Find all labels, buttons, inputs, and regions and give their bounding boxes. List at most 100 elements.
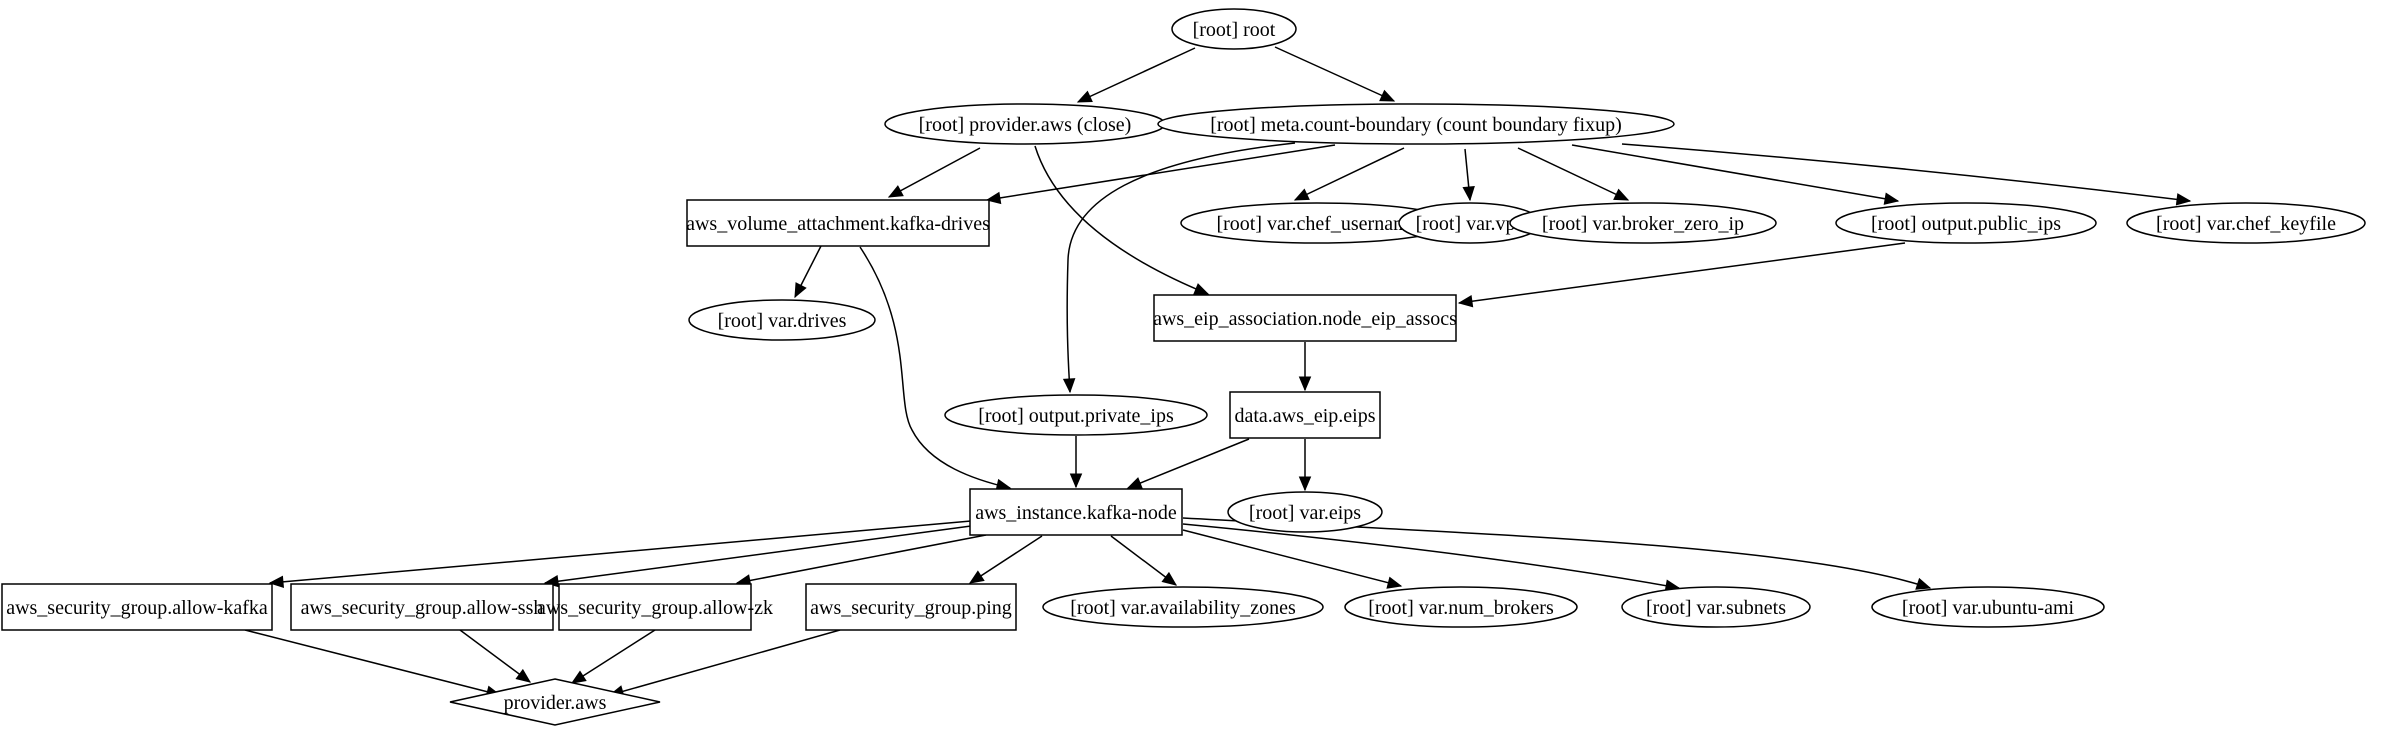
node-shape-ellipse [1042,586,1324,628]
edge-data_eip-to-instance [1126,438,1250,489]
arrow-head [268,575,284,589]
node-label: aws_security_group.ping [810,597,1012,619]
node-shape-box [290,583,554,631]
node-data-eip: data.aws_eip.eips [1229,391,1381,439]
edge-line [1571,144,1899,202]
edge-line [459,629,531,683]
edge-instance-to-var_subnets [1182,523,1681,592]
edge-line [244,629,501,696]
node-label: [root] meta.count-boundary (count bounda… [1210,114,1622,136]
arrow-head [887,185,904,198]
node-shape-diamond [449,678,661,726]
node-label: aws_eip_association.node_eip_assocs [1153,308,1457,330]
edge-instance-to-sg_kafka [268,520,972,589]
edge-line [1066,142,1296,393]
node-eip-assoc: aws_eip_association.node_eip_assocs [1153,294,1457,342]
edges-layer [244,46,2192,698]
node-label: data.aws_eip.eips [1234,405,1375,427]
edge-instance-to-sg_ping [968,535,1043,584]
node-provider-aws: provider.aws [449,678,661,726]
arrow-head [1915,577,1932,590]
node-var-drives: [root] var.drives [688,299,876,341]
arrow-head [1293,188,1310,201]
node-shape-ellipse [2126,202,2366,244]
edge-line [1274,46,1395,102]
arrow-head [1161,571,1178,586]
node-label: [root] var.drives [718,310,847,332]
edge-output_public_ips-to-eip_assoc [1457,242,1906,308]
edge-sg_ping-to-provider_aws [608,629,841,698]
edge-line [1034,145,1209,295]
edge-meta_count-to-var_vpc [1462,148,1475,202]
node-meta-count: [root] meta.count-boundary (count bounda… [1157,103,1675,145]
edge-meta_count-to-var_broker_zero_ip [1517,147,1630,201]
node-label: [root] var.availability_zones [1070,597,1296,619]
node-sg-ping: aws_security_group.ping [805,583,1017,631]
arrow-head [1076,90,1093,103]
edge-line [1182,523,1680,589]
node-var-subnets: [root] var.subnets [1621,586,1811,628]
node-label: [root] var.vpc [1416,213,1525,235]
edge-line [269,520,972,584]
arrow-head [1883,192,1900,205]
node-var-eips: [root] var.eips [1227,491,1383,533]
edge-line [544,525,972,584]
arrow-head [515,668,532,683]
node-label: [root] var.num_brokers [1368,597,1554,619]
edge-sg_ssh-to-provider_aws [459,629,532,683]
edge-line [1182,529,1402,587]
edge-sg_kafka-to-provider_aws [244,629,502,698]
edge-line [736,534,987,584]
node-label: [root] var.broker_zero_ip [1542,213,1744,235]
node-label: aws_security_group.allow-zk [537,597,773,619]
node-shape-ellipse [1157,103,1675,145]
node-var-az: [root] var.availability_zones [1042,586,1324,628]
node-sg-ssh: aws_security_group.allow-ssh [290,583,554,631]
node-label: [root] var.ubuntu-ami [1902,597,2075,619]
node-shape-ellipse [1509,202,1777,244]
node-label: [root] output.public_ips [1871,213,2061,235]
arrow-head [1457,295,1474,308]
node-label: provider.aws [504,692,607,714]
edge-line [1110,535,1177,586]
node-label: aws_security_group.allow-ssh [301,597,544,619]
edge-line [888,147,981,198]
arrow-head [2175,193,2192,206]
edge-meta_count-to-vol_attach [985,144,1336,205]
arrow-head [570,670,587,684]
nodes-layer: [root] root [root] provider.aws (close) [r… [1,8,2366,726]
node-label: [root] output.private_ips [978,405,1174,427]
edge-line [1517,147,1629,201]
node-label: [root] provider.aws (close) [919,114,1132,136]
node-shape-box [686,199,990,247]
node-shape-ellipse [944,394,1208,436]
arrow-head [794,282,807,299]
arrow-head [1069,473,1083,489]
edge-vol_attach-to-instance [859,246,1012,492]
node-output-private-ips: [root] output.private_ips [944,394,1208,436]
edge-eip_assoc-to-data_eip [1298,342,1312,392]
arrow-head [985,191,1002,205]
edge-instance-to-var_az [1110,535,1178,586]
node-var-chef-username: [root] var.chef_username [1180,202,1454,244]
node-label: [root] var.chef_keyfile [2156,213,2336,235]
node-shape-box [558,583,752,631]
node-shape-box [805,583,1017,631]
edge-data_eip-to-var_eips [1298,439,1312,492]
edge-line [1458,242,1906,304]
node-var-ubuntu-ami: [root] var.ubuntu-ami [1871,586,2105,628]
node-label: aws_instance.kafka-node [975,502,1177,524]
node-root: [root] root [1171,8,1297,50]
arrow-head [968,570,985,584]
edge-sg_zk-to-provider_aws [570,629,656,684]
arrow-head [1379,89,1396,102]
node-label: [root] var.chef_username [1216,213,1417,235]
edge-output_private_ips-to-instance [1069,436,1083,489]
node-shape-box [969,488,1183,536]
edge-provider_close-to-vol_attach [887,147,981,198]
edge-meta_count-to-output_private_ips [1062,142,1296,394]
arrow-head [1613,188,1630,201]
arrow-head [1298,376,1312,392]
edge-root-to-meta_count [1274,46,1396,102]
